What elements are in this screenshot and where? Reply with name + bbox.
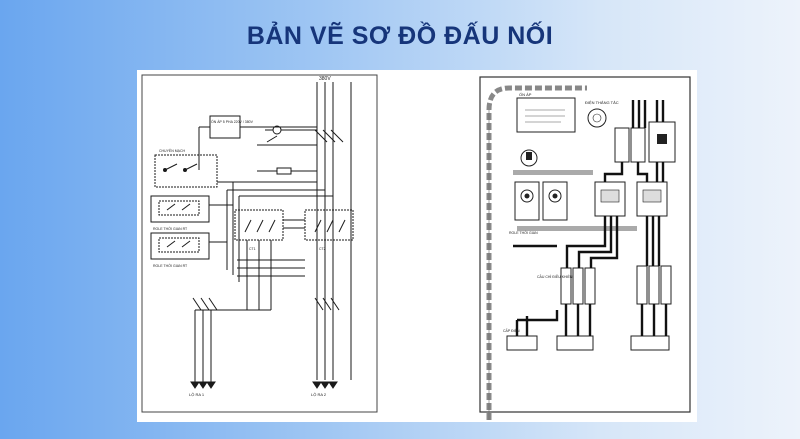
time-relay-2 <box>150 232 210 260</box>
relay-device-label: ROLE THỜI GIAN <box>509 230 538 235</box>
clock-label: ĐIỆN THẮNG TẮC <box>585 100 619 105</box>
changeover-switch <box>154 154 218 188</box>
din-rail-middle <box>517 226 637 231</box>
breaker-1 <box>614 127 630 163</box>
relay-2-label: ROLE THỜI GIAN RT <box>153 263 188 268</box>
panel-enclosure <box>479 76 691 413</box>
right-panel-diagram <box>479 76 691 420</box>
ballast-label: ỐN ÁP <box>519 92 532 97</box>
relay-1-label: ROLE THỜI GIAN RT <box>153 226 188 231</box>
fuse-block-right <box>636 265 672 305</box>
terminal-label: CẦU CHÌ ĐIỀU KHIỂN <box>537 274 573 279</box>
voltage-label: 380V <box>319 76 331 82</box>
relay-device-1 <box>514 181 540 221</box>
relay-device-2 <box>542 181 568 221</box>
output-2-arrow <box>312 381 322 389</box>
time-relay-1 <box>150 195 210 223</box>
output-2-label: LỘ RA 2 <box>311 392 327 397</box>
output-1-label: LỘ RA 1 <box>189 392 205 397</box>
output-1-arrow <box>190 381 200 389</box>
contactor-ct1 <box>234 209 284 241</box>
cable-duct <box>486 85 587 420</box>
page-title: BẢN VẼ SƠ ĐỒ ĐẤU NỐI <box>246 22 554 50</box>
feed-label: CẤP ĐIỆN <box>503 328 520 333</box>
timer-clock <box>587 108 607 128</box>
ballast-box <box>516 97 576 133</box>
wiring-diagrams: 380V ỐN ÁP 5 PHA 220V / 380V CHUYỂN MẠCH… <box>141 74 691 420</box>
left-schematic <box>141 74 378 413</box>
contactor-1-label: CT1 <box>249 247 256 251</box>
left-schematic-border <box>141 74 378 413</box>
contactor-ct2 <box>304 209 354 241</box>
terminals-right <box>630 335 670 351</box>
diagram-panel: 380V ỐN ÁP 5 PHA 220V / 380V CHUYỂN MẠCH… <box>137 70 697 422</box>
contactor-2-label: CT2 <box>319 247 326 251</box>
terminals-left <box>506 335 594 351</box>
transformer-label: ỐN ÁP 5 PHA 220V / 380V <box>211 119 254 124</box>
breaker-2 <box>630 127 646 163</box>
fuse-block-left <box>560 267 596 305</box>
changeover-label: CHUYỂN MẠCH <box>159 148 186 153</box>
din-rail-upper <box>513 170 593 175</box>
wiring-bundle <box>513 100 668 336</box>
fuse-small <box>276 167 292 175</box>
